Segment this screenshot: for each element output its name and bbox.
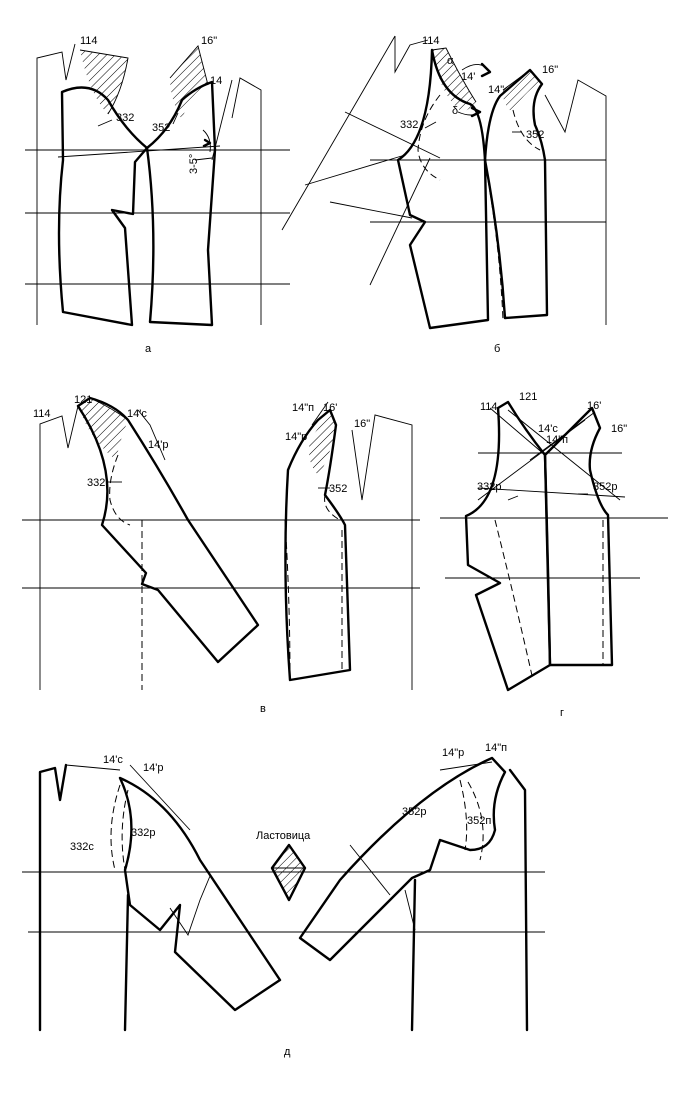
label-14-prime-c: 14'с [127,408,147,420]
label-alpha: α [447,55,454,67]
panel-g-labels: 114 121 16' 14'с 14"п 16" 332р 352р [477,391,627,493]
panel-a-hatched-areas [79,45,209,120]
label-332: 332 [400,119,418,131]
panel-g-pattern-outlines [464,400,614,692]
label-16-prime: 16' [587,400,601,412]
caption-b: б [494,343,500,355]
label-352-r: 352р [402,806,426,818]
label-14-prime-r: 14'р [148,439,168,451]
panel-a: 114 16" 14 332 352 3-5° а [25,35,290,355]
label-delta: δ [452,105,458,117]
label-352-n: 352п [467,815,491,827]
caption-d: д [284,1046,291,1058]
panel-g: 114 121 16' 14'с 14"п 16" 332р 352р г [440,391,668,719]
panel-g-grid [440,452,668,579]
label-121: 121 [74,394,92,406]
label-14-prime-c: 14'с [103,754,123,766]
label-352-r: 352р [593,481,617,493]
label-14-double-prime: 14" [488,84,504,96]
label-angle: 3-5° [188,154,200,174]
label-352: 352 [526,129,544,141]
panel-b-hatched-areas [431,47,541,112]
panel-v-pattern-outlines [76,396,352,690]
panel-b-construction [281,35,607,325]
label-121: 121 [519,391,537,403]
label-114: 114 [33,408,51,420]
label-16-double-prime: 16" [354,418,370,430]
panel-d-construction [38,761,529,1032]
label-16-double-prime: 16" [611,423,627,435]
panel-b: 114 α 14' 14" 16" δ 332 352 б [281,35,607,355]
label-16-prime: 16' [323,402,337,414]
label-14: 14 [210,75,222,87]
panel-a-labels: 114 16" 14 332 352 3-5° [80,35,222,174]
label-114: 114 [80,35,98,47]
label-14-double-prime-n: 14"п [546,434,568,446]
panel-v-grid [22,519,420,589]
label-14-prime: 14' [461,71,475,83]
label-352: 352 [329,483,347,495]
label-332-r: 332р [477,481,501,493]
panel-d-labels: 14'с 14'р 332с 332р Ластовица 14"р 14"п … [70,742,507,853]
label-14-double-prime-n: 14"п [485,742,507,754]
label-332: 332 [87,477,105,489]
label-14-double-prime-r: 14"р [442,747,464,759]
label-332-c: 332с [70,841,94,853]
label-114: 114 [422,35,440,47]
label-14-prime-r: 14'р [143,762,163,774]
label-332: 332 [116,112,134,124]
panel-d-gusset [270,843,307,902]
label-14-double-prime-n: 14"п [292,402,314,414]
panel-d-pattern-outlines [110,756,507,1012]
label-14-prime-c: 14'с [538,423,558,435]
caption-v: в [260,703,266,715]
label-16-double-prime: 16" [201,35,217,47]
panel-d: 14'с 14'р 332с 332р Ластовица 14"р 14"п … [22,742,545,1058]
label-16-double-prime: 16" [542,64,558,76]
label-14-double-prime-r: 14"р [285,431,307,443]
panel-b-pattern-outlines [396,48,549,330]
gusset-label: Ластовица [256,830,311,842]
panel-v-labels: 114 121 14'с 14'р 332 14"п 16' 16" 14"р … [33,394,370,495]
panel-b-grid [370,159,606,223]
panel-v: 114 121 14'с 14'р 332 14"п 16' 16" 14"р … [22,394,420,715]
panel-a-pattern-outlines [57,80,217,327]
label-352: 352 [152,122,170,134]
label-114: 114 [480,401,498,413]
panel-v-construction [39,401,413,690]
panel-a-grid [25,149,290,285]
caption-a: а [145,343,152,355]
label-332-r: 332р [131,827,155,839]
panel-a-construction [36,43,262,325]
panel-b-labels: 114 α 14' 14" 16" δ 332 352 [400,35,558,141]
caption-g: г [560,707,564,719]
